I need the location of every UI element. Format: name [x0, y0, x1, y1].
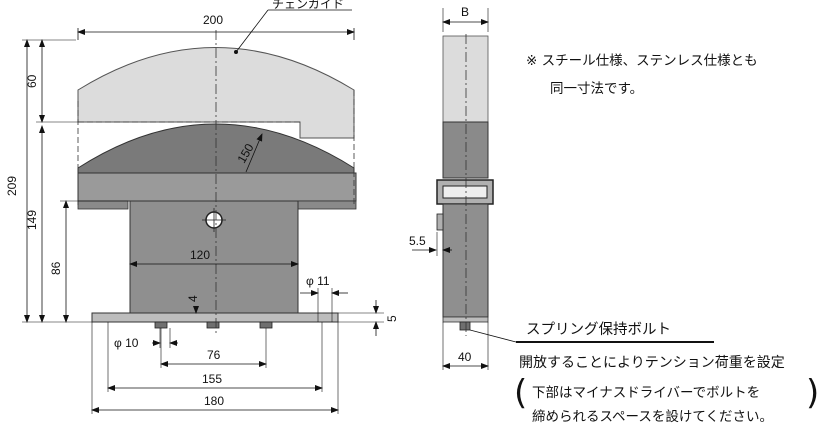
dim-phi10: φ 10: [114, 336, 139, 350]
side-guide-lower: [442, 121, 489, 179]
spring-bolt-sub1: 下部はマイナスドライバーでボルトを: [532, 385, 761, 401]
dim-phi11: φ 11: [306, 274, 330, 288]
dim-b: B: [461, 5, 469, 19]
paren-open: (: [514, 373, 528, 413]
label-chain-guide: チェンガイド: [272, 0, 344, 11]
dim-40: 40: [458, 350, 472, 364]
bolt-head: [259, 321, 273, 329]
chain-guide-lower: [77, 123, 355, 174]
spring-bolt-sub2: 締められるスペースを設けてください。: [532, 409, 773, 425]
dim-149: 149: [25, 210, 39, 230]
spring-bolt-desc: 開放することによりテンション荷重を設定: [519, 355, 785, 371]
side-base: [442, 316, 489, 323]
bolt-head: [154, 321, 168, 329]
dim-155: 155: [202, 372, 222, 386]
dim-200: 200: [203, 13, 223, 27]
paren-close: ): [806, 373, 820, 413]
side-guide-upper: [442, 35, 489, 123]
dim-5-5: 5.5: [409, 234, 426, 248]
dim-4: 4: [186, 295, 200, 302]
dim-180: 180: [204, 394, 224, 408]
dim-86: 86: [49, 261, 63, 275]
guide-skirt-right: [297, 200, 357, 210]
side-body: [442, 203, 489, 318]
guide-band: [77, 172, 357, 202]
base-plate: [91, 312, 339, 323]
material-note-line2: 同一寸法です。: [550, 81, 644, 97]
guide-skirt: [77, 200, 129, 210]
bolt-head: [206, 321, 220, 329]
spring-bolt: [459, 321, 471, 331]
spring-bolt-title: スプリング保持ボルト: [526, 322, 671, 338]
dim-60: 60: [25, 74, 39, 88]
dim-5: 5: [385, 315, 399, 322]
material-note-line1: ※ スチール仕様、ステンレス仕様とも: [526, 53, 758, 69]
dim-209: 209: [5, 176, 19, 196]
dim-120: 120: [190, 248, 210, 262]
dim-76: 76: [207, 348, 221, 362]
